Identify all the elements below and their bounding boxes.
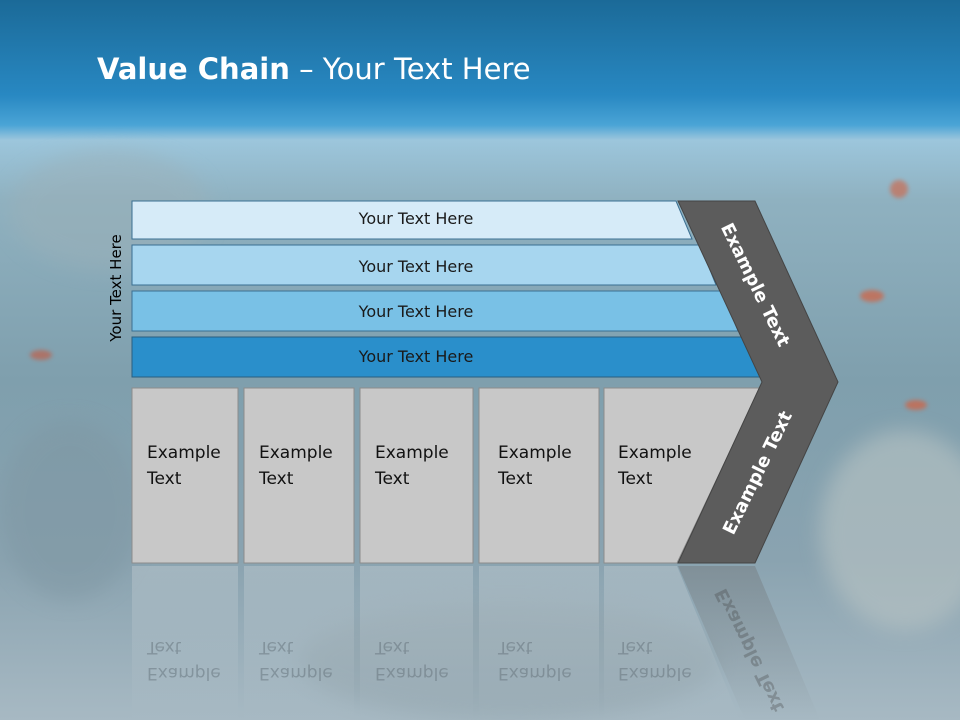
title-rest: – Your Text Here bbox=[289, 52, 531, 86]
background-coral bbox=[0, 420, 140, 600]
box-reflection bbox=[360, 566, 473, 720]
box-1 bbox=[131, 387, 239, 564]
box-5 bbox=[603, 387, 761, 564]
box-3 bbox=[359, 387, 474, 564]
background-fish bbox=[905, 400, 927, 410]
background-fish bbox=[860, 290, 884, 302]
box-4 bbox=[478, 387, 600, 564]
bar-1-label: Your Text Here bbox=[358, 209, 474, 228]
slide-title: Value Chain – Your Text Here bbox=[97, 52, 531, 86]
background-coral bbox=[820, 430, 960, 630]
background-fish bbox=[30, 350, 52, 360]
bar-3-label: Your Text Here bbox=[358, 302, 474, 321]
bar-1 bbox=[131, 200, 693, 240]
box-2 bbox=[243, 387, 355, 564]
background-fish bbox=[890, 180, 908, 198]
bar-2 bbox=[131, 244, 717, 286]
bar-2-label: Your Text Here bbox=[358, 257, 474, 276]
chevron-reflection bbox=[678, 566, 820, 720]
box-reflection bbox=[604, 566, 740, 720]
box-reflection bbox=[132, 566, 238, 720]
box-reflection bbox=[244, 566, 354, 720]
title-bold: Value Chain bbox=[97, 52, 290, 86]
box-reflection bbox=[479, 566, 599, 720]
chevron-arrow bbox=[677, 200, 839, 564]
bar-4-label: Your Text Here bbox=[358, 347, 474, 366]
